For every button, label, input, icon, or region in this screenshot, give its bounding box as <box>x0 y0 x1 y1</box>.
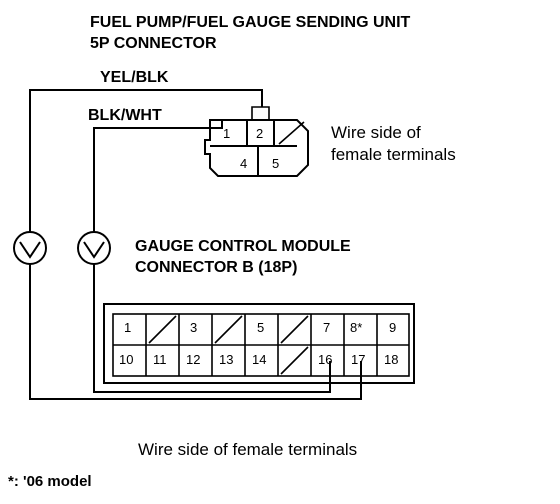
18p-wire-side-label: Wire side of female terminals <box>138 440 358 459</box>
footnote: *: '06 model <box>8 473 92 490</box>
18p-pin-16: 16 <box>318 352 333 367</box>
18p-pin-8: 8* <box>350 320 363 335</box>
5p-blank-slash <box>278 121 305 145</box>
18p-pin-10: 10 <box>119 352 134 367</box>
5p-connector-outline <box>204 119 309 177</box>
5p-pin-2: 2 <box>256 126 264 141</box>
wire-blk-wht-top <box>93 120 223 232</box>
5p-pin-1: 1 <box>223 126 231 141</box>
5p-connector-subtitle: 5P CONNECTOR <box>90 35 217 52</box>
wire-yel-blk-top <box>29 89 263 232</box>
18p-pin-5: 5 <box>257 320 265 335</box>
18p-column-dividers <box>145 314 378 376</box>
gcm-connector-title: GAUGE CONTROL MODULE <box>135 238 351 255</box>
18p-pin-17: 17 <box>351 352 366 367</box>
wire-label-blk-wht: BLK/WHT <box>88 107 162 124</box>
5p-wire-side-label-line1: Wire side of <box>331 123 421 142</box>
18p-pin-12: 12 <box>186 352 201 367</box>
18p-pin-18: 18 <box>384 352 399 367</box>
18p-pin-3: 3 <box>190 320 198 335</box>
wire-label-yel-blk: YEL/BLK <box>100 69 169 86</box>
5p-connector-title: FUEL PUMP/FUEL GAUGE SENDING UNIT <box>90 14 411 31</box>
5p-pin2-tab <box>251 106 270 120</box>
voltmeter-v-left <box>19 241 41 259</box>
18p-pin-11: 11 <box>153 352 167 367</box>
18p-pin-13: 13 <box>219 352 234 367</box>
18p-connector-housing <box>103 303 415 384</box>
18p-pin-9: 9 <box>389 320 397 335</box>
5p-wire-side-label-line2: female terminals <box>331 145 456 164</box>
wire-yel-blk-bottom <box>29 264 362 400</box>
voltmeter-symbol-left <box>13 231 47 265</box>
voltmeter-v-right <box>83 241 105 259</box>
18p-pin-14: 14 <box>252 352 267 367</box>
5p-pin-4: 4 <box>240 156 248 171</box>
18p-pin-1: 1 <box>124 320 132 335</box>
18p-blank-slashes <box>148 315 309 375</box>
5p-pin-5: 5 <box>272 156 280 171</box>
18p-pin-7: 7 <box>323 320 331 335</box>
voltmeter-symbol-right <box>77 231 111 265</box>
gcm-connector-subtitle: CONNECTOR B (18P) <box>135 259 298 276</box>
